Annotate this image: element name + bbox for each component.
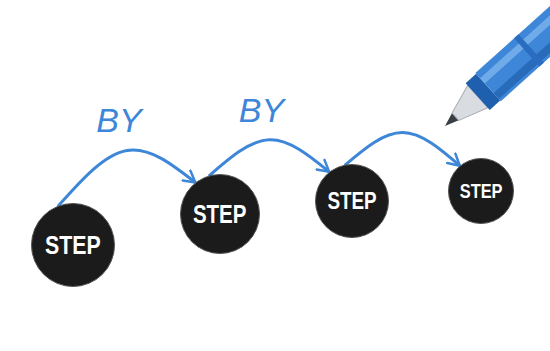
step-circle: STEP (448, 158, 514, 224)
circle-fill (181, 175, 260, 254)
step-text: STEP (180, 174, 260, 254)
step-text: STEP (315, 164, 389, 238)
step-label: STEP (327, 188, 376, 215)
pen-shadow (493, 0, 550, 99)
curved-arrow (210, 140, 330, 176)
pen-body (432, 0, 550, 140)
circle-fill (32, 204, 115, 287)
curved-arrow (59, 150, 196, 206)
pen-highlight (480, 0, 550, 83)
edge-label: BY (96, 101, 141, 140)
circle-fill (449, 159, 514, 224)
step-label: STEP (193, 200, 247, 229)
step-circle: STEP (31, 203, 115, 287)
pen-ring (514, 34, 544, 66)
step-text: STEP (448, 158, 514, 224)
step-label: STEP (460, 180, 503, 203)
step-label: STEP (45, 230, 101, 261)
step-circle: STEP (315, 164, 389, 238)
step-circle: STEP (180, 174, 260, 254)
pen-barrel (475, 0, 550, 101)
edge-label: BY (239, 91, 284, 130)
circle-fill (316, 165, 389, 238)
curved-arrow (346, 133, 460, 166)
step-text: STEP (31, 203, 115, 287)
